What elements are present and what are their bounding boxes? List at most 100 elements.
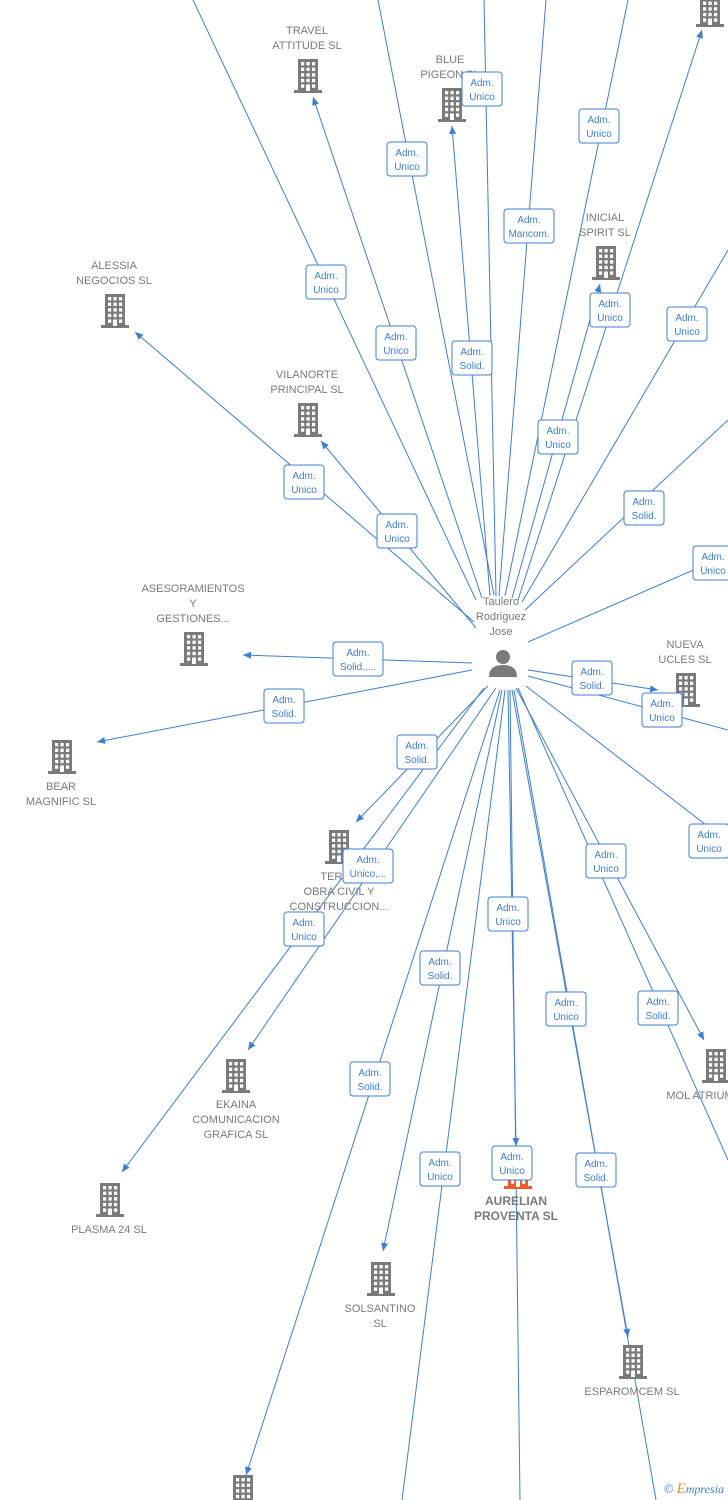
role-badge[interactable]: Adm.Unico bbox=[487, 896, 529, 932]
arrowhead-icon bbox=[449, 126, 457, 135]
company-label-line: PROVENTA SL bbox=[474, 1209, 558, 1223]
edge-line bbox=[401, 689, 506, 1500]
role-badge[interactable]: Adm.Unico bbox=[589, 292, 631, 328]
role-badge[interactable]: Adm.Solid. bbox=[349, 1061, 391, 1097]
company-node-plasma[interactable]: PLASMA 24 SL bbox=[71, 1183, 147, 1236]
role-line-1: Adm. bbox=[580, 667, 603, 678]
role-line-1: Adm. bbox=[584, 1159, 607, 1170]
company-label-line: ATTITUDE SL bbox=[272, 40, 341, 52]
role-line-2: Unico bbox=[593, 864, 619, 875]
building-icon bbox=[222, 1059, 250, 1093]
company-label-line: ASESORAMIENTOS bbox=[141, 583, 244, 595]
arrowhead-icon bbox=[381, 1242, 389, 1251]
role-line-1: Adm. bbox=[292, 918, 315, 929]
role-badge[interactable]: Adm.Unico bbox=[283, 911, 325, 947]
role-line-2: Unico bbox=[499, 1166, 525, 1177]
role-line-2: Solid. bbox=[271, 709, 296, 720]
role-badge[interactable]: Adm.Solid. bbox=[571, 660, 613, 696]
role-line-2: Mancom. bbox=[508, 229, 549, 240]
role-badge[interactable]: Adm.Unico bbox=[491, 1145, 533, 1181]
role-line-1: Adm. bbox=[650, 699, 673, 710]
person-name-line: Taulero bbox=[483, 596, 519, 608]
building-icon bbox=[592, 246, 620, 280]
role-line-1: Adm. bbox=[395, 148, 418, 159]
arrowhead-icon bbox=[243, 651, 252, 659]
role-badge[interactable]: Adm.Unico bbox=[376, 513, 418, 549]
company-label-line: INICIAL bbox=[586, 212, 625, 224]
role-badge[interactable]: Adm.Unico bbox=[419, 1151, 461, 1187]
role-line-2: Unico,... bbox=[350, 869, 387, 880]
role-badge[interactable]: Adm.Unico bbox=[585, 843, 627, 879]
roles-layer: Adm.UnicoAdm.UnicoAdm.UnicoAdm.Mancom.Ad… bbox=[263, 71, 728, 1188]
role-badge[interactable]: Adm.Unico bbox=[641, 692, 683, 728]
role-line-2: Unico bbox=[469, 92, 495, 103]
role-line-2: Unico bbox=[291, 485, 317, 496]
role-badge[interactable]: Adm.Unico bbox=[545, 991, 587, 1027]
role-badge[interactable]: Adm.Solid. bbox=[419, 950, 461, 986]
company-node-asesoramientos[interactable]: ASESORAMIENTOSYGESTIONES... bbox=[141, 583, 245, 666]
footer-credit[interactable]: © Empresia bbox=[664, 1481, 724, 1498]
role-badge[interactable]: Adm.Solid.,... bbox=[332, 641, 384, 677]
role-badge[interactable]: Adm.Solid. bbox=[396, 734, 438, 770]
arrowhead-icon bbox=[97, 737, 106, 744]
role-line-2: Unico bbox=[313, 285, 339, 296]
role-line-1: Adm. bbox=[517, 215, 540, 226]
role-badge[interactable]: Adm.Unico bbox=[386, 141, 428, 177]
company-label-line: BLUE bbox=[436, 54, 465, 66]
role-badge[interactable]: Adm.Unico bbox=[666, 306, 708, 342]
company-label-line: SPIRIT SL bbox=[579, 227, 631, 239]
role-badge[interactable]: Adm.Unico bbox=[461, 71, 503, 107]
company-node-top-right[interactable] bbox=[696, 0, 724, 27]
edge-line bbox=[498, 0, 547, 597]
role-line-1: Adm. bbox=[701, 552, 724, 563]
role-badge[interactable]: Adm.Solid. bbox=[637, 990, 679, 1026]
role-line-2: Solid.,... bbox=[340, 662, 376, 673]
company-node-inicial-spirit[interactable]: INICIAL SPIRIT SL bbox=[579, 212, 631, 280]
role-badge[interactable]: Adm. Mancom. bbox=[503, 208, 555, 244]
edge-line bbox=[525, 685, 728, 843]
role-line-2: Solid. bbox=[459, 361, 484, 372]
brand-initial: E bbox=[676, 1481, 686, 1497]
company-node-mol-atrium[interactable]: MOL ATRIUM bbox=[666, 1049, 728, 1102]
role-badge[interactable]: Adm.Unico bbox=[537, 419, 579, 455]
building-icon bbox=[619, 1345, 647, 1379]
role-badge[interactable]: Adm. Solid. bbox=[263, 688, 305, 724]
role-badge[interactable]: Adm.Unico bbox=[283, 464, 325, 500]
company-label-line: NUEVA bbox=[666, 639, 704, 651]
role-badge[interactable]: Adm.Solid. bbox=[623, 490, 665, 526]
role-line-2: Solid. bbox=[427, 971, 452, 982]
role-badge[interactable]: Adm.Solid. bbox=[575, 1152, 617, 1188]
building-icon bbox=[438, 88, 466, 122]
role-line-2: Solid. bbox=[631, 511, 656, 522]
role-badge[interactable]: Adm.Unico bbox=[692, 545, 728, 581]
company-node-esparomcem[interactable]: ESPAROMCEM SL bbox=[584, 1345, 680, 1398]
company-node-bottom[interactable] bbox=[229, 1475, 257, 1500]
role-badge[interactable]: Adm.Unico bbox=[375, 325, 417, 361]
role-line-2: Solid. bbox=[645, 1011, 670, 1022]
company-label-line: PLASMA 24 SL bbox=[71, 1224, 147, 1236]
arrowhead-icon bbox=[321, 441, 329, 450]
role-line-2: Unico bbox=[427, 1172, 453, 1183]
copyright-icon: © bbox=[663, 1481, 674, 1496]
company-label-line: MOL ATRIUM bbox=[666, 1090, 728, 1102]
company-label-line: ALESSIA bbox=[91, 260, 138, 272]
role-badge[interactable]: Adm.Unico bbox=[578, 108, 620, 144]
role-badge[interactable]: Adm.Solid. bbox=[451, 340, 493, 376]
role-line-1: Adm. bbox=[587, 115, 610, 126]
company-label-line: PRINCIPAL SL bbox=[270, 384, 343, 396]
building-icon bbox=[48, 740, 76, 774]
role-line-1: Adm. bbox=[272, 695, 295, 706]
role-badge[interactable]: Adm.Unico bbox=[305, 264, 347, 300]
role-badge[interactable]: Adm.Unico bbox=[688, 823, 728, 859]
role-badge[interactable]: Adm.Unico,... bbox=[342, 848, 394, 884]
edge-line bbox=[509, 689, 521, 1500]
